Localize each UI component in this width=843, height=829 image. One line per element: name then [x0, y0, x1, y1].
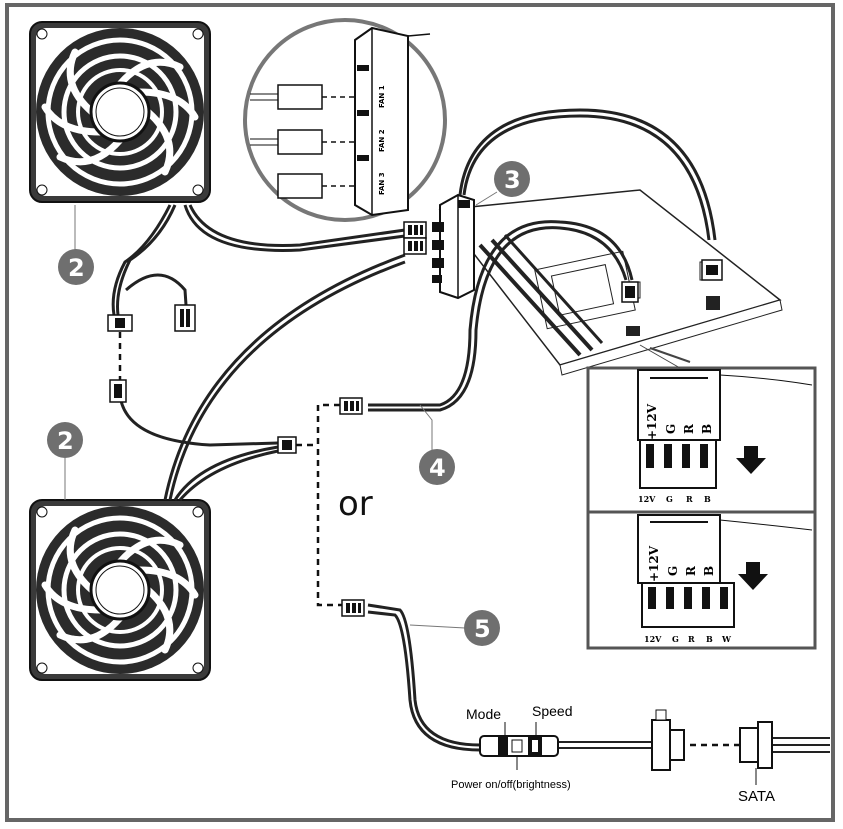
callout-badge-2-bottom: 2	[47, 422, 83, 458]
callout-badge-5: 5	[464, 610, 500, 646]
molex-connector	[651, 709, 685, 771]
rgb-pin-r-rotated: R	[682, 423, 696, 434]
alternative-link	[118, 332, 740, 747]
rgbw-pin-g-rotated: G	[666, 566, 680, 576]
rgb-pin-12v-rotated: +12V	[645, 403, 659, 440]
frame-border	[5, 3, 835, 822]
fan-bottom	[30, 500, 210, 680]
svg-text:2: 2	[57, 427, 74, 455]
hub-port-fan1-label: FAN 1	[378, 85, 386, 108]
rgbw-header-inset: +12V G R B 12V G R B W	[586, 510, 817, 650]
svg-text:5: 5	[474, 615, 491, 643]
rgbw-pin-g: G	[672, 634, 679, 644]
rgb-pin-g-rotated: G	[664, 424, 678, 434]
callout-badge-3: 3	[494, 161, 530, 197]
rgbw-pin-b: B	[706, 634, 713, 644]
rgbw-pin-12v-rotated: +12V	[647, 545, 661, 582]
svg-text:3: 3	[504, 166, 521, 194]
rgb-pin-g: G	[666, 494, 673, 504]
rgb-pin-12v: 12V	[638, 494, 656, 504]
controller-mode-label: Mode	[466, 706, 501, 722]
fan-top	[30, 22, 210, 202]
hub-port-fan3-label: FAN 3	[378, 172, 386, 195]
rgbw-pin-r-rotated: R	[684, 565, 698, 576]
or-label: or	[338, 484, 373, 524]
rgb-pin-b: B	[704, 494, 711, 504]
controller	[479, 722, 559, 770]
rgb-pin-b-rotated: B	[700, 424, 714, 434]
controller-power-label: Power on/off(brightness)	[451, 779, 571, 791]
rgbw-pin-12v: 12V	[644, 634, 662, 644]
sata-connector	[739, 721, 773, 785]
controller-speed-label: Speed	[532, 703, 572, 719]
down-arrow-icon	[736, 446, 766, 474]
motherboard	[438, 189, 783, 376]
rgbw-pin-r: R	[688, 634, 695, 644]
rgbw-pin-b-rotated: B	[702, 566, 716, 576]
sata-label: SATA	[738, 788, 775, 805]
connectors	[107, 221, 723, 617]
down-arrow-icon	[738, 562, 768, 590]
rgbw-pin-w: W	[721, 634, 732, 644]
hub-zoom-view: FAN 1 FAN 2 FAN 3	[243, 18, 447, 222]
hub-port-fan2-label: FAN 2	[378, 129, 386, 152]
svg-text:2: 2	[68, 254, 85, 282]
cables	[111, 108, 717, 752]
callout-badge-2-top: 2	[58, 249, 94, 285]
svg-text:4: 4	[429, 454, 446, 482]
fan-hub	[432, 193, 475, 300]
rgb-header-inset: +12V G R B 12V G R B	[586, 344, 817, 514]
rgb-pin-r: R	[686, 494, 693, 504]
callout-badge-4: 4	[419, 449, 455, 485]
